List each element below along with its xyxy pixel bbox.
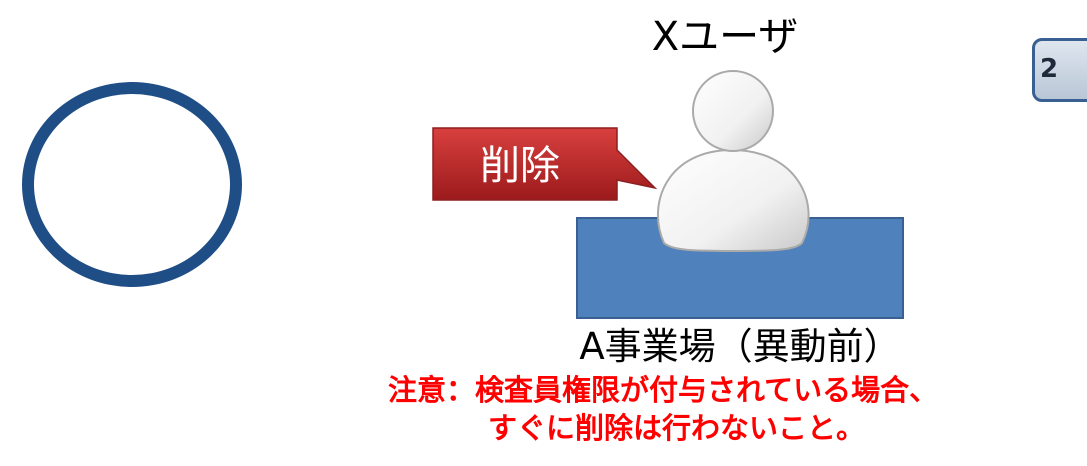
callout-label: 削除	[480, 143, 560, 189]
delete-callout	[432, 127, 658, 201]
workplace-label: A事業場（異動前）	[579, 325, 901, 368]
warning-text-line1: 注意：検査員権限が付与されている場合、	[388, 373, 939, 407]
user-icon	[656, 70, 810, 253]
step-number: 2	[1040, 54, 1059, 84]
user-label: Xユーザ	[651, 14, 799, 60]
step-badge	[1032, 38, 1087, 102]
warning-text-line2: すぐに削除は行わないこと。	[488, 411, 866, 445]
